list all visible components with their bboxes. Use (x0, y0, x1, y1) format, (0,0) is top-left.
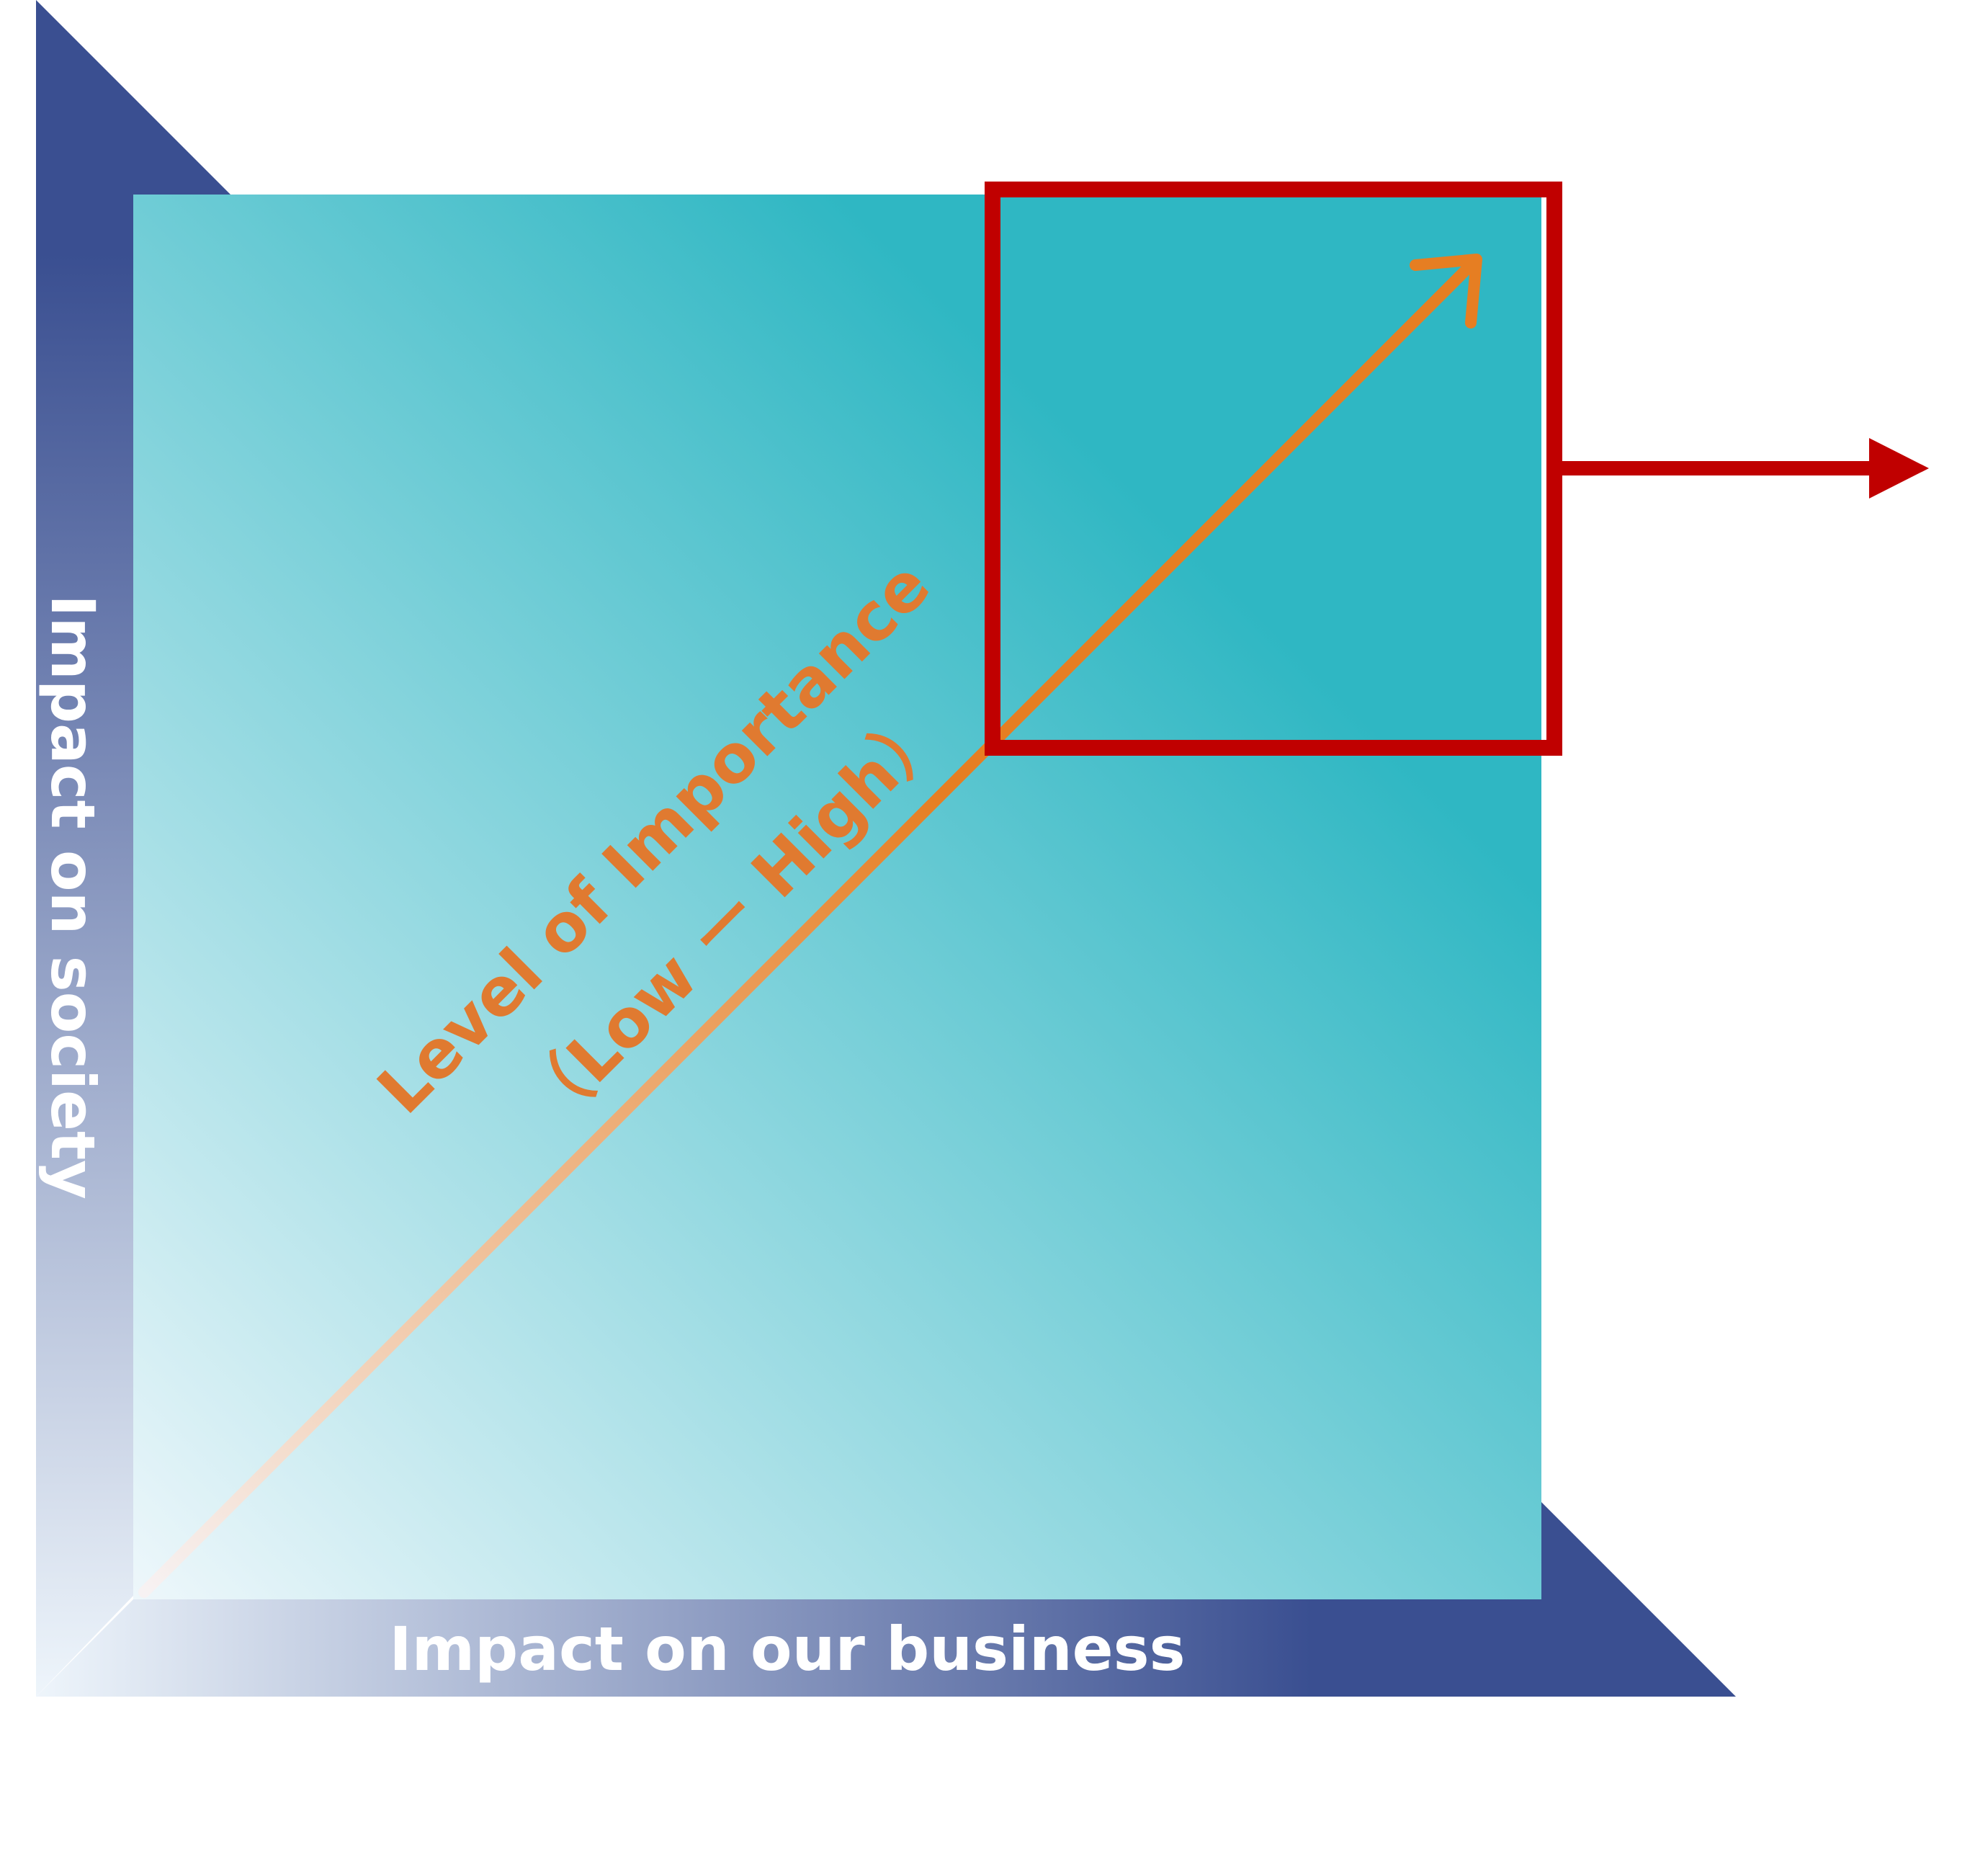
highlight-arrow (1562, 438, 1929, 499)
importance-arrow (138, 254, 1482, 1598)
x-axis-label: Impact on our business (389, 1614, 1185, 1684)
high-importance-highlight-box (985, 182, 1562, 756)
y-axis-label: Impact on society (37, 594, 108, 1200)
